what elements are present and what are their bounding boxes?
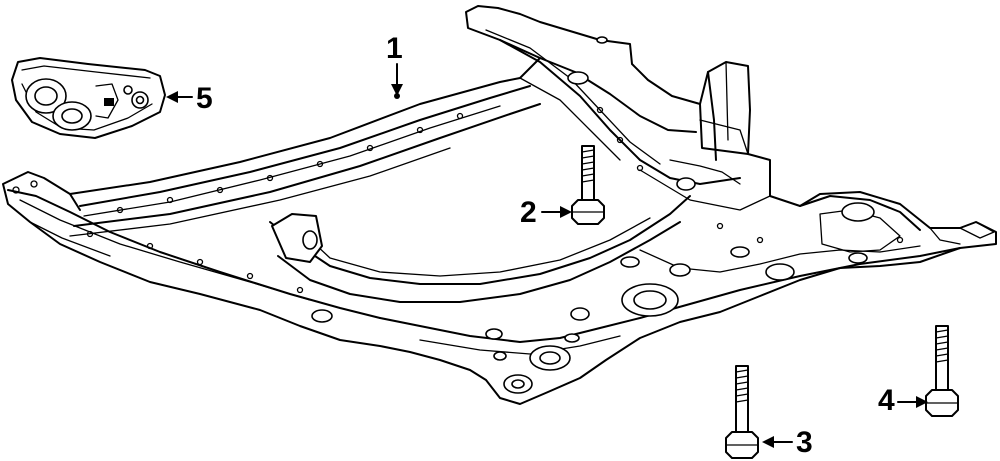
part-1-crossmember — [2, 5, 997, 405]
part-2-bolt — [571, 145, 605, 225]
part-4-bolt — [925, 325, 959, 417]
callout-5: 5 — [166, 82, 213, 115]
part-5-mount-bracket — [11, 57, 166, 139]
callout-1-label: 1 — [386, 32, 403, 65]
callout-2-label: 2 — [520, 196, 537, 229]
callout-4-label: 4 — [878, 384, 895, 417]
callout-1: 1 — [386, 32, 403, 96]
callout-3: 3 — [762, 426, 813, 459]
part-3-bolt — [725, 365, 759, 459]
callout-4: 4 — [878, 384, 928, 417]
callout-2: 2 — [520, 196, 572, 229]
callout-5-label: 5 — [196, 82, 213, 115]
callout-3-label: 3 — [796, 426, 813, 459]
